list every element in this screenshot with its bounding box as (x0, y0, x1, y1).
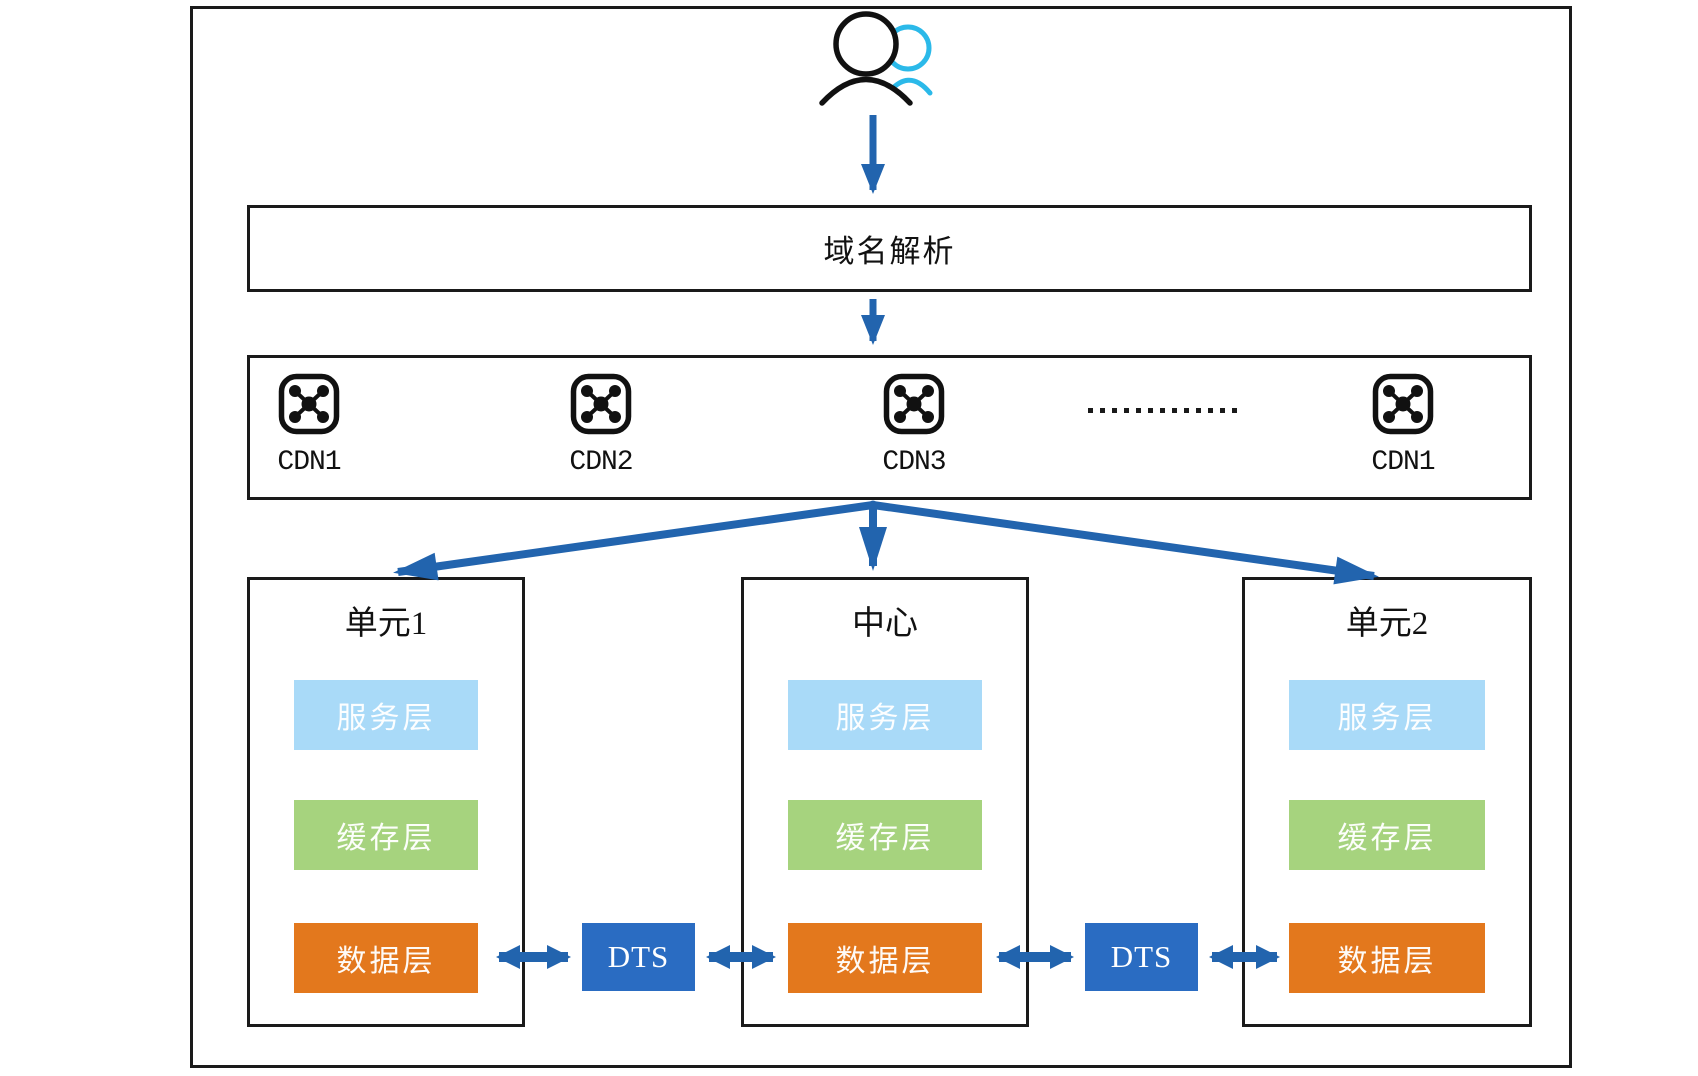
service-layer-row: 服务层 (294, 680, 478, 750)
unit-box-center: 中心 服务层 缓存层 数据层 (741, 577, 1029, 1027)
cache-layer-row: 缓存层 (788, 800, 982, 870)
cache-layer-row: 缓存层 (1289, 800, 1485, 870)
cdn-network-icon (278, 373, 340, 435)
cdn-node-label: CDN1 (1371, 447, 1435, 478)
cdn-node: CDN3 (852, 373, 976, 478)
dts-box-1: DTS (582, 923, 695, 991)
cdn-node: CDN2 (539, 373, 663, 478)
dts-label: DTS (607, 939, 670, 974)
cdn-network-icon (570, 373, 632, 435)
cdn-node-label: CDN3 (882, 447, 946, 478)
cdn-node: CDN1 (1341, 373, 1465, 478)
cdn-row-box: CDN1 CDN2 (247, 355, 1532, 500)
dns-resolution-label: 域名解析 (823, 234, 956, 269)
data-layer-row: 数据层 (788, 923, 982, 993)
cdn-network-icon (1372, 373, 1434, 435)
service-layer-row: 服务层 (788, 680, 982, 750)
cache-layer-row: 缓存层 (294, 800, 478, 870)
dts-box-2: DTS (1085, 923, 1198, 991)
data-layer-row: 数据层 (1289, 923, 1485, 993)
data-layer-row: 数据层 (294, 923, 478, 993)
service-layer-row: 服务层 (1289, 680, 1485, 750)
dts-label: DTS (1110, 939, 1173, 974)
cdn-ellipsis-dots (1088, 408, 1240, 413)
cdn-node: CDN1 (247, 373, 371, 478)
user-icon (819, 11, 933, 106)
cdn-node-label: CDN2 (569, 447, 633, 478)
unit-title: 单元2 (1345, 606, 1429, 642)
cdn-network-icon (883, 373, 945, 435)
unit-title: 中心 (852, 606, 918, 642)
unit-box-2: 单元2 服务层 缓存层 数据层 (1242, 577, 1532, 1027)
dns-resolution-box: 域名解析 (247, 205, 1532, 292)
unit-box-1: 单元1 服务层 缓存层 数据层 (247, 577, 525, 1027)
cdn-node-label: CDN1 (277, 447, 341, 478)
unit-title: 单元1 (344, 606, 428, 642)
